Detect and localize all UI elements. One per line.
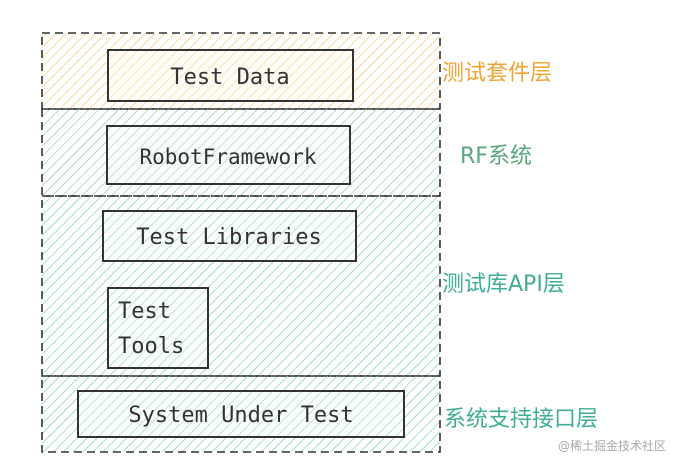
test-data-box (107, 49, 354, 102)
test-libraries-box (102, 210, 357, 262)
layer-sut-interface: System Under Test (41, 375, 441, 453)
layer-label-rf-system: RF系统 (460, 144, 532, 169)
robotframework-label: RobotFramework (139, 145, 316, 169)
layer-rf-system: RobotFramework (41, 108, 441, 197)
test-tools-label-line1: Test (118, 299, 171, 324)
layer-label-sut-interface: 系统支持接口层 (444, 407, 598, 432)
test-tools-label-line2: Tools (118, 334, 184, 359)
test-tools-box (107, 287, 209, 369)
layer-test-lib-api: Test Libraries Test Tools (41, 195, 441, 377)
system-under-test-box (77, 390, 405, 438)
test-data-label: Test Data (170, 65, 289, 90)
layer-label-test-lib-api: 测试库API层 (442, 272, 565, 297)
system-under-test-label: System Under Test (128, 403, 353, 428)
layer-label-test-suite: 测试套件层 (442, 61, 552, 86)
robotframework-box (106, 125, 351, 185)
test-libraries-label: Test Libraries (136, 225, 321, 250)
layer-test-suite: Test Data (41, 32, 441, 110)
watermark: @稀土掘金技术社区 (558, 438, 666, 453)
